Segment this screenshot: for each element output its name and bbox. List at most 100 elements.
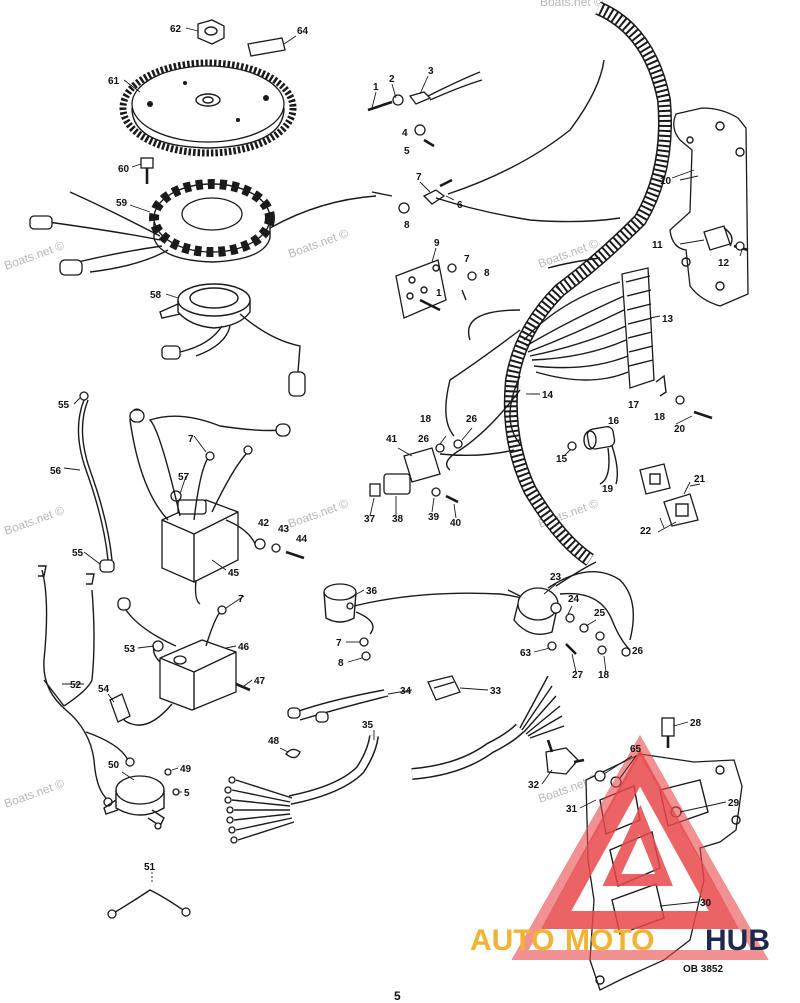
callout-10: 10 — [660, 176, 672, 187]
callout-17: 17 — [628, 400, 640, 411]
brand-hub: HUB — [705, 924, 770, 957]
callout-43: 43 — [278, 524, 290, 535]
callout-58: 58 — [150, 290, 162, 301]
callout-26: 26 — [466, 414, 478, 425]
callout-13: 13 — [662, 314, 674, 325]
part-54-boot — [109, 693, 131, 723]
parts-11-12-clip — [679, 225, 749, 257]
callout-32: 32 — [528, 780, 540, 791]
callout-31: 31 — [566, 804, 578, 815]
watermark: Boats.net © — [540, 0, 603, 9]
callout-9: 9 — [434, 238, 440, 249]
callout-46: 46 — [238, 642, 250, 653]
callout-53: 53 — [124, 644, 136, 655]
part-56-lead-wire — [73, 391, 115, 573]
callout-25: 25 — [594, 608, 606, 619]
part-59-stator — [29, 179, 393, 276]
callout-14: 14 — [542, 390, 554, 401]
callout-4: 4 — [402, 128, 408, 139]
callout-30: 30 — [700, 898, 712, 909]
watermark: Boats.net © — [2, 238, 66, 273]
callout-50: 50 — [108, 760, 120, 771]
part-32-mount — [545, 739, 585, 775]
callout-15: 15 — [556, 454, 568, 465]
callout-44: 44 — [296, 534, 308, 545]
callout-7e: 7 — [336, 638, 342, 649]
callout-2: 2 — [389, 74, 395, 85]
callout-7d: 7 — [238, 594, 244, 605]
parts-21-22-grommets — [639, 463, 699, 529]
watermark: Boats.net © — [286, 226, 350, 261]
callout-29: 29 — [728, 798, 740, 809]
connector-pins — [224, 776, 238, 844]
diagram-code: OB 3852 — [683, 964, 723, 975]
callout-8c: 8 — [338, 658, 344, 669]
part-61-flywheel — [119, 59, 297, 157]
callout-3: 3 — [428, 66, 434, 77]
part-35-conduit — [224, 735, 379, 844]
callout-12: 12 — [718, 258, 730, 269]
callout-41: 41 — [386, 434, 398, 445]
callout-37: 37 — [364, 514, 376, 525]
callout-54: 54 — [98, 684, 110, 695]
callout-1b: 1 — [436, 288, 442, 299]
watermark: Boats.net © — [286, 496, 350, 531]
callout-33: 33 — [490, 686, 502, 697]
callout-24: 24 — [568, 594, 580, 605]
parts-1-5-terminal-hardware — [367, 71, 483, 148]
callout-21: 21 — [694, 474, 706, 485]
callout-56: 56 — [50, 466, 62, 477]
autmotohub-logo: AUTO MOTO HUB — [470, 734, 770, 960]
callout-40: 40 — [450, 518, 462, 529]
callout-35: 35 — [362, 720, 374, 731]
part-52-ground-leads — [38, 565, 135, 807]
callout-18c: 18 — [598, 670, 610, 681]
page-number: 5 — [394, 989, 401, 1003]
callout-55: 55 — [58, 400, 70, 411]
callout-61: 61 — [108, 76, 120, 87]
part-48-clip — [285, 748, 301, 759]
part-50-solenoid — [103, 768, 180, 830]
callout-42: 42 — [258, 518, 270, 529]
part-34-battery-lead — [287, 689, 389, 723]
callout-47: 47 — [254, 676, 266, 687]
callout-38: 38 — [392, 514, 404, 525]
callout-26c: 26 — [632, 646, 644, 657]
callout-20: 20 — [674, 424, 686, 435]
part-16-key-switch — [563, 410, 713, 485]
part-lower-harness — [411, 675, 565, 780]
callout-19: 19 — [602, 484, 614, 495]
parts-6-8-fasteners — [398, 59, 621, 223]
part-64-key — [247, 35, 297, 57]
callout-23: 23 — [550, 572, 562, 583]
callout-5: 5 — [404, 146, 410, 157]
callout-52: 52 — [70, 680, 82, 691]
callout-27: 27 — [572, 670, 584, 681]
watermark: Boats.net © — [2, 776, 66, 811]
callout-5b: 5 — [184, 788, 190, 799]
leader-lines — [62, 169, 727, 907]
callout-34: 34 — [400, 686, 412, 697]
callout-55b: 55 — [72, 548, 84, 559]
callout-7: 7 — [416, 172, 422, 183]
part-51-jumper-wire — [107, 872, 191, 919]
part-60-screw — [131, 157, 154, 184]
part-9-terminal-board — [395, 247, 477, 319]
callout-16: 16 — [608, 416, 620, 427]
callout-45: 45 — [228, 568, 240, 579]
callout-51: 51 — [144, 862, 156, 873]
callout-8b: 8 — [484, 268, 490, 279]
callout-6: 6 — [457, 200, 463, 211]
callout-64: 64 — [297, 26, 309, 37]
parts-17-18 — [655, 374, 685, 405]
part-36-condenser — [323, 583, 541, 661]
parts-42-44-fasteners — [254, 538, 305, 560]
callout-48: 48 — [268, 736, 280, 747]
part-14-main-harness — [445, 1, 672, 566]
callout-7c: 7 — [188, 434, 194, 445]
part-28-standoff — [661, 717, 675, 748]
callout-62: 62 — [170, 24, 182, 35]
callout-18b: 18 — [420, 414, 432, 425]
callout-36: 36 — [366, 586, 378, 597]
